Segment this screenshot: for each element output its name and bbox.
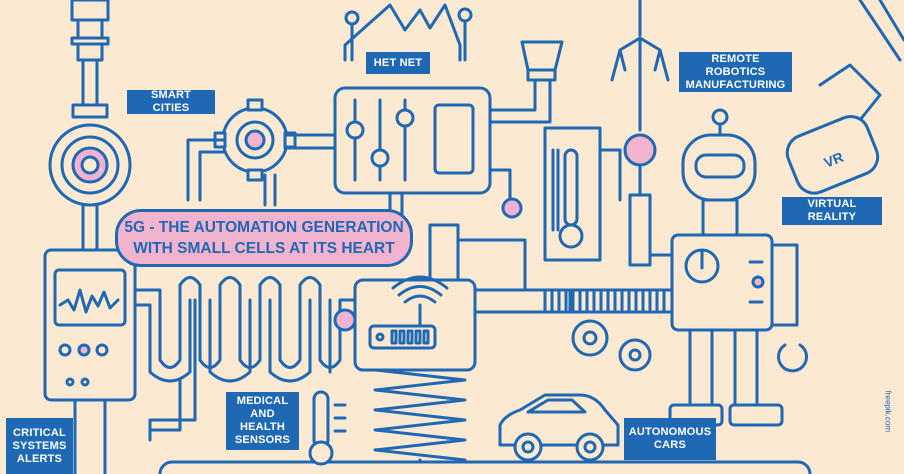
label-autonomous-cars: AUTONOMOUS CARS: [624, 418, 716, 460]
gear-left: [213, 98, 297, 182]
small-gears: [571, 319, 652, 372]
label-virtual-reality: VIRTUAL REALITY: [782, 197, 882, 225]
medical-thermometer: [308, 390, 347, 466]
image-credit: freepik.com: [883, 390, 892, 432]
label-remote-robotics: REMOTE ROBOTICS MANUFACTURING: [679, 52, 792, 92]
car: [498, 393, 620, 462]
robot: [668, 108, 808, 427]
thermometer-box: [543, 126, 622, 262]
label-smart-cities: SMART CITIES: [127, 89, 215, 114]
label-critical-systems: CRITICAL SYSTEMS ALERTS: [6, 418, 73, 474]
pipes: [133, 133, 357, 442]
headline-line-2: WITH SMALL CELLS AT ITS HEART: [133, 240, 395, 257]
label-het-net: HET NET: [366, 52, 430, 74]
claw-arm: [610, 0, 677, 267]
left-tower: [48, 0, 132, 252]
vr-headset-arm: VR: [785, 0, 904, 195]
het-net-panel: [333, 3, 564, 227]
robot-connector-pipe: [456, 238, 674, 314]
headline-banner: 5G - THE AUTOMATION GENERATION WITH SMAL…: [115, 209, 413, 267]
oscilloscope-device: [43, 248, 137, 474]
vr-text: VR: [822, 149, 846, 171]
label-medical-health: MEDICAL AND HEALTH SENSORS: [226, 392, 299, 450]
headline-line-1: 5G - THE AUTOMATION GENERATION: [124, 219, 404, 236]
base-rail: [158, 460, 812, 474]
